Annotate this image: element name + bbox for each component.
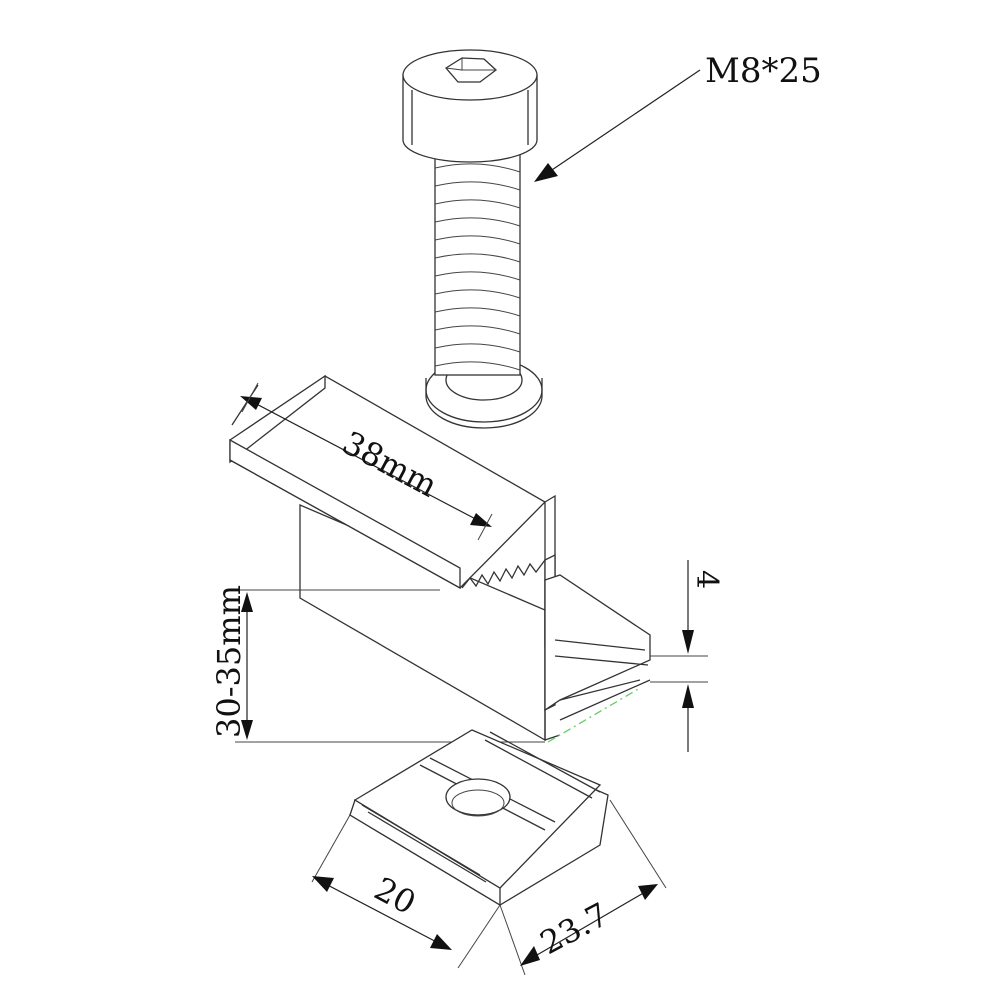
end-clamp bbox=[228, 374, 651, 742]
bolt-head bbox=[402, 49, 538, 163]
height-dimension: 30-35mm bbox=[210, 585, 545, 743]
lip-thickness-dimension: 4 bbox=[650, 560, 724, 752]
slide-nut bbox=[348, 729, 609, 907]
hex-socket-bolt bbox=[402, 49, 543, 429]
bolt-callout: M8*25 bbox=[534, 51, 822, 182]
bolt-spec-label: M8*25 bbox=[705, 51, 822, 91]
nut-length-label: 23.7 bbox=[534, 895, 615, 962]
nut-width-label: 20 bbox=[368, 870, 422, 923]
height-range-label: 30-35mm bbox=[210, 585, 248, 738]
bolt-shank bbox=[434, 149, 521, 376]
lip-thickness-label: 4 bbox=[689, 570, 724, 589]
nut-threaded-hole bbox=[445, 778, 511, 816]
